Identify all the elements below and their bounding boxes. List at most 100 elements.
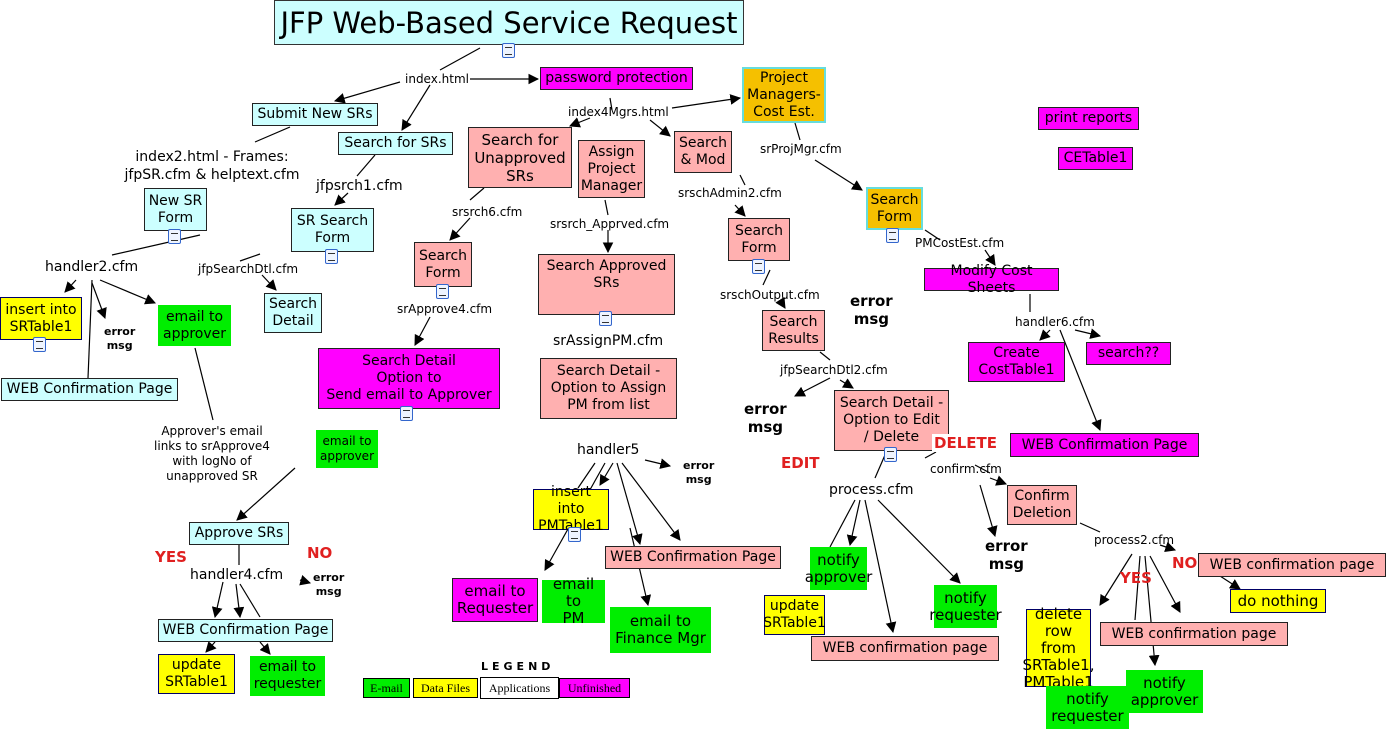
arrow [259, 641, 271, 655]
arrow [233, 583, 245, 619]
node-search-detail-edit[interactable]: Search Detail -Option to Edit/ Delete [834, 390, 949, 451]
connector-line [356, 154, 376, 177]
node-web-confirmation-page[interactable]: WEB confirmation page [1100, 622, 1288, 646]
image-icon [400, 406, 413, 421]
connector-line [239, 583, 261, 618]
arrow [1144, 555, 1160, 667]
node-search-mod[interactable]: Search& Mod [674, 131, 732, 173]
node-approve-srs[interactable]: Approve SRs [189, 522, 289, 545]
node-search-for-srs[interactable]: Search for SRs [338, 132, 453, 155]
index2-label: index2.html - Frames:jfpSR.cfm & helptex… [124, 149, 300, 183]
document-icon [168, 229, 181, 244]
handler6-label: handler6.cfm [1015, 315, 1095, 329]
arrow [205, 641, 217, 653]
node-submit-new-srs[interactable]: Submit New SRs [252, 103, 378, 126]
image-icon [884, 447, 897, 462]
arrow [734, 204, 746, 217]
node-print-reports[interactable]: print reports [1038, 107, 1139, 130]
jfpsearchdtl2-label: jfpSearchDtl2.cfm [780, 363, 888, 377]
connector-line [829, 499, 856, 548]
node-cetable1[interactable]: CETable1 [1058, 147, 1133, 170]
connector-line [577, 462, 596, 489]
arrow [236, 467, 296, 521]
node-web-confirmation-page[interactable]: WEB Confirmation Page [1, 378, 178, 401]
arrow [401, 84, 431, 131]
index-html-label: index.html [405, 72, 469, 86]
arrow [414, 316, 431, 346]
node-web-confirmation-page[interactable]: WEB Confirmation Page [605, 546, 781, 569]
connector-line [924, 451, 937, 459]
handler5-label: handler5 [577, 442, 640, 458]
delete-label: DELETE [932, 434, 999, 452]
connector-line [874, 454, 886, 479]
arrow [775, 296, 786, 309]
node-web-confirmation-page[interactable]: WEB confirmation page [811, 636, 999, 661]
jfpsearchdtl-label: jfpSearchDtl.cfm [198, 262, 299, 276]
node-modify-cost-sheets[interactable]: Modify Cost Sheets [924, 263, 1059, 296]
connector-line [762, 269, 771, 286]
connector-line [924, 229, 941, 241]
arrow [599, 462, 614, 486]
document-icon [568, 527, 581, 542]
node-web-confirmation-page[interactable]: WEB Confirmation Page [1010, 433, 1199, 457]
arrow [91, 282, 107, 320]
document-icon [599, 311, 612, 326]
edit-label: EDIT [781, 454, 820, 472]
connector-line [87, 279, 93, 379]
node-do-nothing[interactable]: do nothing [1230, 589, 1326, 613]
yes-label: YES [155, 548, 187, 566]
node-web-confirmation-page[interactable]: WEB confirmation page [1198, 553, 1386, 577]
node-search-qq[interactable]: search?? [1086, 342, 1171, 365]
arrow [1099, 553, 1133, 606]
arrow [644, 458, 672, 469]
document-icon [33, 337, 46, 352]
node-password-protection[interactable]: password protection [540, 67, 693, 90]
connector-line [1079, 522, 1101, 533]
legend-item-applications: Applications [480, 677, 559, 699]
legend-item-unfinished: Unfinished [559, 678, 630, 698]
document-icon [502, 43, 515, 58]
pmcostest-label: PMCostEst.cfm [915, 236, 1005, 250]
arrow [671, 94, 742, 109]
node-web-confirmation-page[interactable]: WEB Confirmation Page [158, 619, 333, 642]
srapprove4-label: srApprove4.cfm [397, 302, 493, 316]
arrow [449, 217, 471, 241]
arrow [299, 575, 312, 586]
arrow [839, 378, 854, 389]
